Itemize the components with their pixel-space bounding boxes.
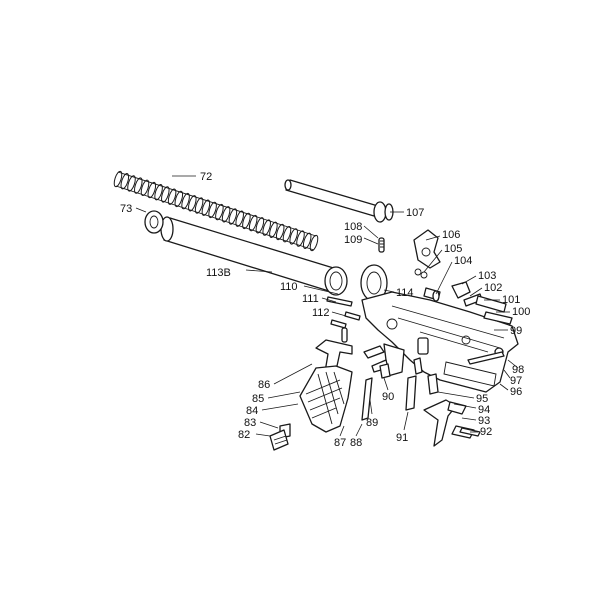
spring-coil bbox=[208, 201, 217, 219]
buffer-tube bbox=[160, 216, 348, 296]
label-111: 111 bbox=[302, 293, 319, 305]
label-112: 112 bbox=[312, 307, 330, 319]
label-84: 84 bbox=[246, 405, 258, 417]
spring-coil bbox=[188, 195, 197, 212]
bolt-catch bbox=[361, 345, 391, 421]
label-110: 110 bbox=[280, 281, 298, 293]
spring-coil bbox=[215, 203, 224, 221]
disconnector bbox=[451, 281, 513, 325]
spring-coil bbox=[255, 217, 265, 234]
label-73: 73 bbox=[120, 203, 132, 215]
label-98: 98 bbox=[512, 364, 524, 376]
spring-coil bbox=[161, 186, 170, 203]
spring-coil bbox=[248, 214, 258, 232]
spring-coil bbox=[194, 197, 204, 214]
label-104: 104 bbox=[454, 255, 472, 267]
label-94: 94 bbox=[478, 404, 490, 416]
spring-coil bbox=[262, 219, 271, 236]
spring-coil bbox=[228, 208, 238, 225]
label-100: 100 bbox=[512, 306, 530, 318]
pistol-grip bbox=[299, 365, 353, 433]
spring-coil bbox=[282, 226, 292, 243]
label-85: 85 bbox=[252, 393, 264, 405]
spring-coil bbox=[140, 179, 150, 196]
lower-receiver bbox=[360, 264, 519, 393]
label-89: 89 bbox=[366, 417, 378, 429]
spring-coil bbox=[113, 170, 123, 188]
spring-coil bbox=[201, 199, 211, 216]
spring-coil bbox=[127, 175, 136, 192]
buffer-cap bbox=[144, 210, 164, 234]
buffer-spring bbox=[113, 170, 319, 252]
spring-coil bbox=[242, 212, 251, 230]
label-82: 82 bbox=[238, 429, 250, 441]
label-99: 99 bbox=[510, 325, 522, 337]
label-90: 90 bbox=[382, 391, 394, 403]
label-102: 102 bbox=[484, 282, 502, 294]
spring-coil bbox=[174, 190, 184, 208]
spring-coil bbox=[289, 228, 298, 245]
spring-coil bbox=[181, 192, 190, 210]
label-92: 92 bbox=[480, 426, 492, 438]
label-108: 108 bbox=[344, 221, 362, 233]
spring-coil bbox=[269, 221, 278, 238]
spring-coil bbox=[154, 184, 163, 201]
leader-lines bbox=[135, 175, 519, 437]
label-107: 107 bbox=[406, 207, 424, 219]
spring-coil bbox=[302, 232, 312, 249]
spring-coil bbox=[309, 234, 319, 252]
label-113b: 113B bbox=[206, 267, 231, 279]
spring-coil bbox=[221, 206, 231, 223]
label-105: 105 bbox=[444, 243, 462, 255]
label-97: 97 bbox=[510, 375, 522, 387]
label-109: 109 bbox=[344, 234, 362, 246]
part-labels: 72 73 107 108 109 106 105 104 103 102 10… bbox=[120, 171, 530, 449]
spring-coil bbox=[134, 177, 143, 194]
label-86: 86 bbox=[258, 379, 270, 391]
spring-coil bbox=[235, 210, 244, 227]
grip-screw bbox=[269, 423, 291, 451]
hammer-spring bbox=[414, 268, 441, 302]
spring-coil bbox=[147, 181, 157, 199]
label-91: 91 bbox=[396, 432, 408, 444]
spring-coil bbox=[167, 188, 177, 205]
trigger-guard bbox=[315, 339, 353, 381]
label-72: 72 bbox=[200, 171, 212, 183]
spring-coil bbox=[120, 173, 130, 190]
label-106: 106 bbox=[442, 229, 460, 241]
spring-coil bbox=[275, 223, 285, 241]
spring-coil bbox=[296, 230, 305, 247]
label-114: 114 bbox=[396, 287, 414, 299]
label-95: 95 bbox=[476, 393, 488, 405]
label-96: 96 bbox=[510, 386, 522, 398]
label-88: 88 bbox=[350, 437, 362, 449]
label-83: 83 bbox=[244, 417, 256, 429]
label-93: 93 bbox=[478, 415, 490, 427]
label-103: 103 bbox=[478, 270, 496, 282]
label-101: 101 bbox=[502, 294, 520, 306]
label-87: 87 bbox=[334, 437, 346, 449]
hammer bbox=[413, 229, 441, 269]
buffer bbox=[284, 179, 394, 223]
